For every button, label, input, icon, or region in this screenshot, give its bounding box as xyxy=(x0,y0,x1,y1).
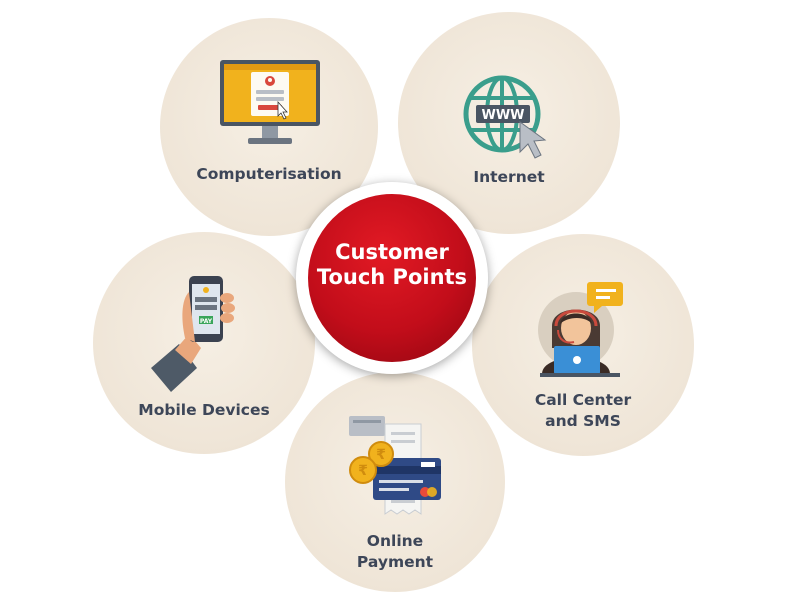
center-title-line: Touch xyxy=(316,265,386,289)
center-title-line: Points xyxy=(392,265,468,289)
node-online-payment: ₹ ₹ Online Payment xyxy=(285,372,505,592)
svg-text:₹: ₹ xyxy=(358,463,368,479)
label-line: Payment xyxy=(356,553,434,571)
hand-holding-phone-icon: PAY xyxy=(151,276,235,392)
svg-text:₹: ₹ xyxy=(376,447,386,463)
node-call-center: Call Center and SMS xyxy=(472,234,694,456)
label-line: Online xyxy=(366,532,424,550)
node-label: Computerisation xyxy=(196,165,342,183)
center-title-line: Customer xyxy=(335,240,449,264)
label-line: Call Center xyxy=(534,391,632,409)
call-center-agent-icon xyxy=(538,282,623,377)
node-label: Internet xyxy=(473,168,545,186)
node-label: Online Payment xyxy=(285,531,505,573)
label-line: and SMS xyxy=(545,412,621,430)
node-label: Call Center and SMS xyxy=(472,390,694,432)
node-label: Mobile Devices xyxy=(138,401,270,419)
globe-www-cursor-icon: WWW xyxy=(463,75,547,159)
card-coins-receipt-icon: ₹ ₹ xyxy=(349,416,441,515)
center-title: Customer Touch Points xyxy=(308,240,476,290)
pay-text: PAY xyxy=(200,318,213,325)
center-hub: Customer Touch Points xyxy=(308,194,476,362)
node-computerisation: Computerisation xyxy=(160,18,378,236)
computer-login-icon xyxy=(220,60,320,144)
www-text: WWW xyxy=(481,108,524,123)
node-mobile-devices: PAY Mobile Devices xyxy=(93,232,315,454)
